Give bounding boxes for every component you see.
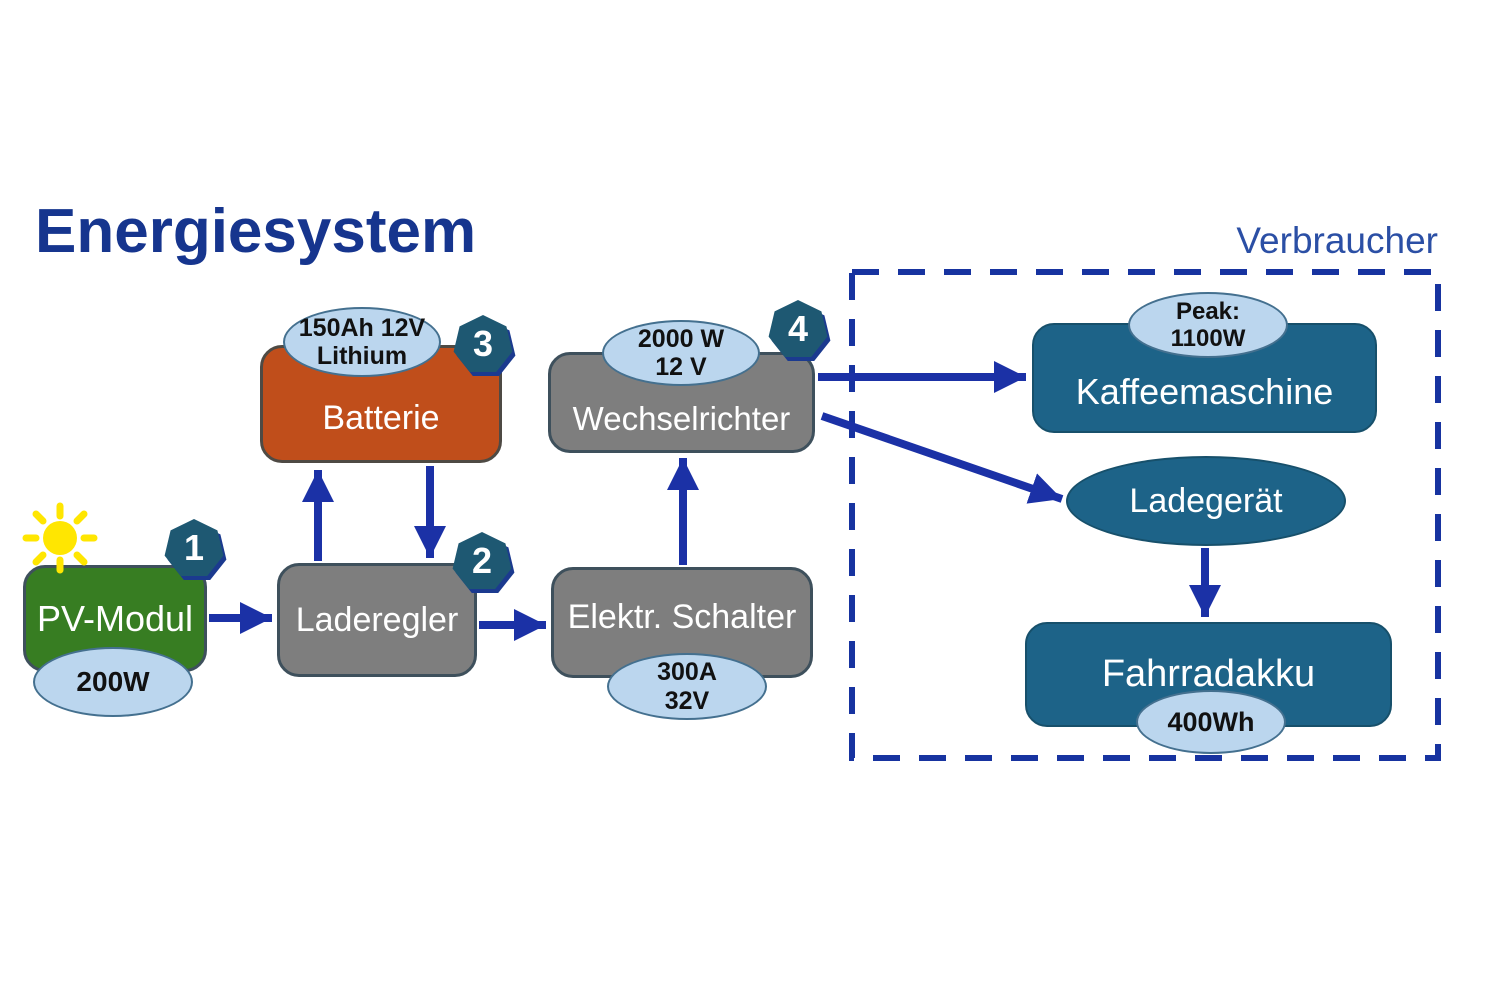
page-title: Energiesystem bbox=[35, 197, 477, 266]
kaffeemaschine-label: Kaffeemaschine bbox=[1075, 371, 1334, 412]
elektr-schalter-label: Elektr. Schalter bbox=[567, 598, 797, 636]
step-badge-1: 1 bbox=[164, 519, 224, 579]
step-badge-3-number: 3 bbox=[472, 323, 494, 364]
wechselrichter-spec-line2: 12 V bbox=[655, 353, 707, 381]
batterie-spec-line2: Lithium bbox=[316, 342, 408, 370]
wechselrichter-label: Wechselrichter bbox=[572, 399, 791, 437]
schalter-spec-line1: 300A bbox=[657, 658, 717, 686]
pv-spec-ellipse: 200W bbox=[33, 647, 193, 717]
schalter-spec-ellipse: 300A 32V bbox=[607, 653, 767, 720]
step-badge-2: 2 bbox=[452, 532, 512, 592]
laderegler-label: Laderegler bbox=[295, 600, 459, 639]
pv-spec-text: 200W bbox=[76, 666, 150, 698]
ladegeraet-label: Ladegerät bbox=[1129, 481, 1283, 520]
pv-modul-label: PV-Modul bbox=[36, 597, 194, 639]
kaffeemaschine-spec-line1: Peak: bbox=[1175, 297, 1241, 325]
fahrradakku-spec-text: 400Wh bbox=[1167, 706, 1255, 737]
wechselrichter-spec-line1: 2000 W bbox=[637, 324, 725, 353]
node-laderegler: Laderegler bbox=[277, 563, 477, 677]
wechselrichter-spec-ellipse: 2000 W 12 V bbox=[602, 320, 760, 386]
node-wechselrichter: Wechselrichter bbox=[548, 352, 815, 453]
batterie-spec-ellipse: 150Ah 12V Lithium bbox=[283, 307, 441, 377]
fahrradakku-spec-ellipse: 400Wh bbox=[1136, 690, 1286, 754]
step-badge-2-number: 2 bbox=[471, 540, 493, 581]
batterie-spec-line1: 150Ah 12V bbox=[298, 313, 426, 342]
kaffeemaschine-spec-line2: 1100W bbox=[1170, 325, 1246, 352]
step-badge-4-number: 4 bbox=[787, 308, 809, 349]
batterie-label: Batterie bbox=[322, 398, 440, 437]
step-badge-3: 3 bbox=[453, 315, 513, 375]
node-ladegeraet: Ladegerät bbox=[1066, 456, 1346, 546]
consumers-group-label: Verbraucher bbox=[1236, 220, 1438, 261]
schalter-spec-line2: 32V bbox=[664, 686, 710, 715]
kaffeemaschine-spec-ellipse: Peak: 1100W bbox=[1128, 292, 1288, 358]
step-badge-4: 4 bbox=[768, 300, 828, 360]
node-batterie: Batterie bbox=[260, 345, 502, 463]
step-badge-1-number: 1 bbox=[183, 527, 205, 568]
